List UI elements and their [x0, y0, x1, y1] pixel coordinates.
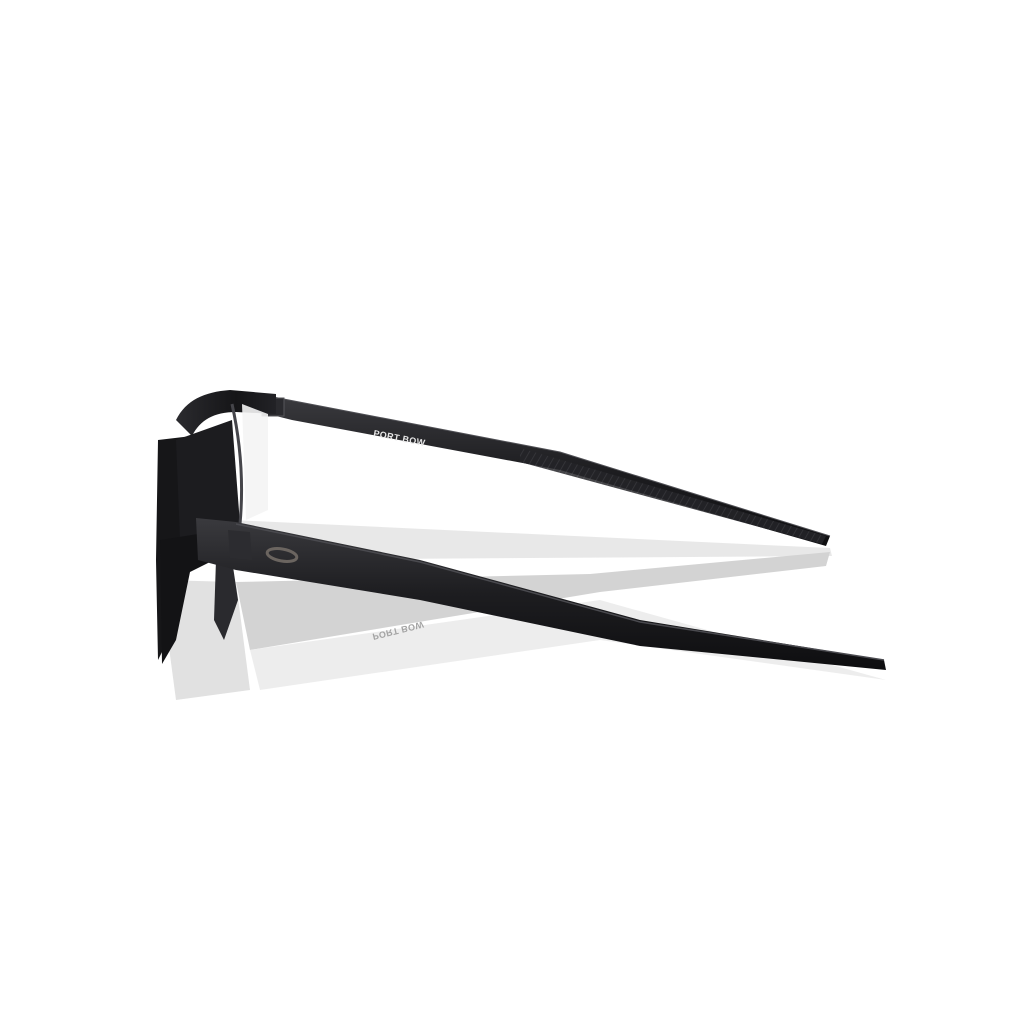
near-hinge — [228, 530, 252, 560]
far-temple-arm: PORT BOW — [261, 395, 831, 546]
near-temple-arm — [196, 518, 886, 670]
front-frame — [156, 390, 276, 664]
lens — [242, 404, 268, 520]
oakley-ellipse-logo-icon — [265, 547, 299, 563]
